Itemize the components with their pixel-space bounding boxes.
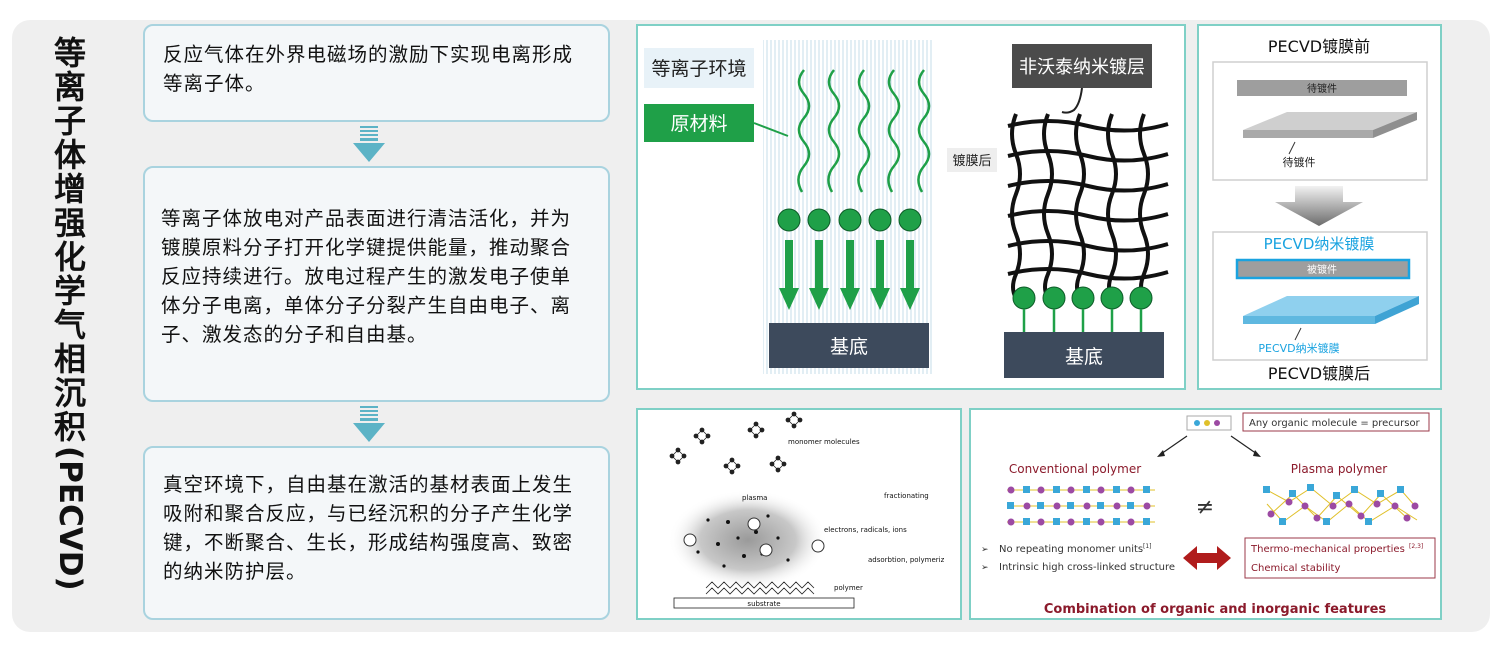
monomer-label: monomer molecules (788, 438, 860, 446)
double-arrow-icon (1183, 546, 1231, 570)
raw-label: 原材料 (670, 113, 727, 135)
vertical-title: 等 离 子 体 增 强 化 学 气 相 沉 积 (PECVD) (50, 36, 90, 616)
bullet-1: No repeating monomer units (999, 544, 1143, 555)
title-char: 强 (53, 204, 86, 242)
plasma-particles (696, 514, 790, 568)
title-char: 积 (53, 408, 86, 446)
part-plate (1243, 112, 1417, 130)
plasma-diagram-panel: 等离子环境 原材料 基底 镀膜后 非沃泰纳米镀层 (636, 24, 1186, 390)
monomer-heads (777, 208, 922, 232)
fractionating-label: fractionating (884, 492, 929, 500)
plasma-diagram: 等离子环境 原材料 基底 镀膜后 非沃泰纳米镀层 (644, 40, 1169, 378)
title-char: 气 (53, 306, 86, 344)
down-arrow-icon (353, 126, 385, 162)
part-top (1237, 80, 1407, 96)
polymer-compare: Any organic molecule = precursor Convent… (981, 412, 1436, 617)
polymer-compare-panel: Any organic molecule = precursor Convent… (969, 408, 1442, 620)
not-equal-sign: ≠ (1196, 495, 1214, 520)
step-text-1: 反应气体在外界电磁场的激励下实现电离形成等离子体。 (163, 43, 574, 95)
monomer-molecules-icon (669, 411, 803, 475)
substrate-label-left: 基底 (830, 336, 868, 358)
title-latin: (PECVD) (52, 446, 88, 591)
precursor-label: Any organic molecule = precursor (1249, 418, 1421, 429)
coating-title: PECVD纳米镀膜 (1264, 235, 1375, 253)
part-label-top: 待镀件 (1307, 82, 1337, 95)
substrate-right (1004, 332, 1164, 378)
bound-monomer-heads (1012, 286, 1153, 310)
substrate-left (769, 323, 929, 368)
polymer-layer (705, 581, 815, 595)
plasma-label: plasma (742, 494, 767, 502)
before-after-diagram: PECVD镀膜前 待镀件 待镀件 PECVD纳米镀膜 被镀件 PECVD纳米镀膜… (1212, 37, 1428, 383)
down-arrow-icon (353, 406, 385, 442)
bullet-arrow-icon: ➢ (981, 563, 989, 573)
process-schematic-panel: monomer molecules plasma fractionating e… (636, 408, 962, 620)
env-label: 等离子环境 (651, 58, 746, 80)
plasma-network-units (1263, 484, 1419, 525)
after-label-bg (947, 148, 997, 172)
plasma-field (763, 40, 933, 374)
step-text-3: 真空环境下，自由基在激活的基材表面上发生吸附和聚合反应，与已经沉积的分子产生化学… (163, 473, 574, 583)
title-char: 相 (53, 340, 86, 378)
bullet-arrow-icon: ➢ (981, 545, 989, 555)
crosslinked-mesh (1007, 113, 1169, 300)
footer-caption: Combination of organic and inorganic fea… (1044, 602, 1387, 617)
plasma-cloud (668, 490, 828, 590)
coating-label: 非沃泰纳米镀层 (1019, 57, 1145, 78)
adsorption-label: adsorbtion, polymeriz (868, 556, 945, 564)
title-char: 增 (53, 170, 86, 208)
raw-label-bg (644, 104, 754, 142)
title-char: 等 (53, 34, 86, 72)
conventional-units (1007, 486, 1151, 526)
properties-box (1244, 537, 1436, 579)
monomer-chains (797, 69, 931, 193)
coating-label-bg (1012, 44, 1152, 88)
before-after-panel: PECVD镀膜前 待镀件 待镀件 PECVD纳米镀膜 被镀件 PECVD纳米镀膜… (1197, 24, 1442, 390)
prop-1: Thermo-mechanical properties (1250, 544, 1405, 555)
precursor-box (1242, 412, 1430, 432)
env-label-bg (644, 48, 754, 88)
substrate-label: substrate (747, 600, 780, 608)
prop-2: Chemical stability (1251, 563, 1340, 574)
step-text-2: 等离子体放电对产品表面进行清洁活化，并为镀膜原料分子打开化学键提供能量，推动聚合… (161, 207, 572, 346)
after-label: 镀膜后 (952, 153, 991, 169)
title-char: 学 (53, 272, 86, 310)
species-label: electrons, radicals, ions (824, 526, 907, 534)
coated-plate (1243, 296, 1419, 316)
title-char: 沉 (53, 374, 86, 412)
deposition-arrows (779, 240, 920, 310)
substrate-label-right: 基底 (1065, 346, 1103, 368)
radical-species (683, 517, 825, 557)
coated-label: 被镀件 (1307, 263, 1337, 276)
down-arrow-icon (1275, 186, 1363, 226)
part-label-bottom: 待镀件 (1283, 155, 1316, 169)
plasma-polymer-label: Plasma polymer (1291, 462, 1388, 476)
conventional-label: Conventional polymer (1009, 462, 1141, 476)
step-box-3: 真空环境下，自由基在激活的基材表面上发生吸附和聚合反应，与已经沉积的分子产生化学… (143, 446, 610, 620)
polymer-label: polymer (834, 584, 863, 592)
title-char: 体 (53, 136, 86, 174)
coated-part (1235, 258, 1411, 280)
bullet-1-ref: [1] (1143, 543, 1152, 550)
before-title: PECVD镀膜前 (1268, 37, 1370, 56)
step-box-2: 等离子体放电对产品表面进行清洁活化，并为镀膜原料分子打开化学键提供能量，推动聚合… (143, 166, 610, 402)
process-schematic: monomer molecules plasma fractionating e… (668, 411, 945, 609)
prop-1-ref: [2,3] (1409, 543, 1423, 550)
bullet-2: Intrinsic high cross-linked structure (999, 562, 1175, 573)
coating-label-bottom: PECVD纳米镀膜 (1258, 341, 1339, 355)
title-char: 离 (53, 68, 86, 106)
step-box-1: 反应气体在外界电磁场的激励下实现电离形成等离子体。 (143, 24, 610, 122)
title-char: 子 (53, 102, 86, 140)
after-title: PECVD镀膜后 (1268, 364, 1370, 383)
substrate-bar (673, 597, 855, 609)
title-char: 化 (53, 238, 86, 276)
